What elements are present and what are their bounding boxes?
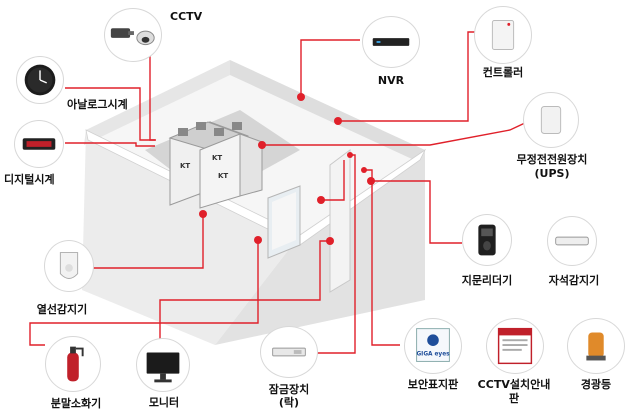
- nvr-image: [362, 16, 420, 68]
- lock-label-line1: 잠금장치: [268, 383, 310, 396]
- rack-label-2: KT: [212, 154, 222, 162]
- cctv-sign-label-line1: CCTV설치안내: [477, 378, 551, 391]
- warning-light-icon: [586, 332, 606, 361]
- analog-clock-label: 아날로그시계: [67, 98, 128, 111]
- cctv-sign-label-line2: 판: [508, 392, 520, 405]
- connector-lines: [29, 31, 528, 354]
- controller-image: [474, 6, 532, 64]
- door-lock-icon: [272, 347, 306, 357]
- cctv-sign-icon: [497, 327, 533, 365]
- controller-label: 컨트롤러: [482, 66, 524, 79]
- magnetic-sensor-label: 자석감지기: [548, 274, 600, 287]
- fingerprint-reader-icon: [478, 224, 496, 256]
- fingerprint-reader-label: 지문리더기: [461, 274, 513, 287]
- analog-clock-icon: [24, 64, 56, 96]
- connector-dots: [199, 93, 375, 245]
- cctv-label: CCTV: [170, 10, 203, 23]
- security-sign-label: 보안표지판: [407, 378, 459, 391]
- warning-light-label: 경광등: [580, 378, 612, 391]
- security-sign-icon: GIGA eyes: [416, 328, 450, 362]
- monitor-label: 모니터: [148, 396, 180, 409]
- cctv-camera-icon: [110, 28, 155, 46]
- door: [329, 149, 351, 293]
- window-glass: [272, 192, 296, 250]
- heat-sensor-image: [44, 240, 94, 292]
- digital-clock-image: [14, 120, 64, 168]
- back-wall-right-top: [230, 60, 425, 165]
- cctv-image: [104, 8, 162, 62]
- fire-extinguisher-icon: [67, 346, 84, 382]
- heat-sensor-icon: [59, 252, 79, 279]
- security-sign-brand: GIGA eyes: [416, 352, 450, 358]
- warning-light-image: [567, 318, 625, 374]
- fingerprint-reader-image: [462, 214, 512, 266]
- digital-clock-label: 디지털시계: [4, 173, 55, 186]
- ups-icon: [540, 106, 562, 134]
- security-sign-image: GIGA eyes: [404, 318, 462, 374]
- front-left-wall: [82, 130, 300, 345]
- rack-label-1: KT: [180, 162, 190, 170]
- monitor-image: [136, 338, 190, 392]
- nvr-device-icon: [372, 38, 410, 46]
- ups-label-line1: 무정전전원장치: [516, 153, 588, 166]
- server-racks: [168, 121, 263, 209]
- lock-label-line2: (락): [278, 396, 300, 409]
- ups-label-line2: (UPS): [534, 167, 570, 180]
- controller-icon: [491, 20, 515, 50]
- analog-clock-image: [16, 56, 64, 104]
- back-wall-left-top: [84, 60, 230, 145]
- ups-image: [523, 92, 579, 148]
- monitor-icon: [146, 352, 180, 383]
- digital-clock-icon: [22, 138, 56, 150]
- heat-sensor-label: 열선감지기: [36, 303, 88, 316]
- magnetic-sensor-icon: [555, 236, 589, 246]
- magnetic-sensor-image: [547, 216, 597, 266]
- lock-image: [260, 326, 318, 378]
- cctv-sign-image: [486, 318, 544, 374]
- rack-label-3: KT: [218, 172, 228, 180]
- fire-extinguisher-image: [45, 336, 101, 392]
- nvr-label: NVR: [377, 74, 405, 87]
- fire-extinguisher-label: 분말소화기: [50, 397, 102, 410]
